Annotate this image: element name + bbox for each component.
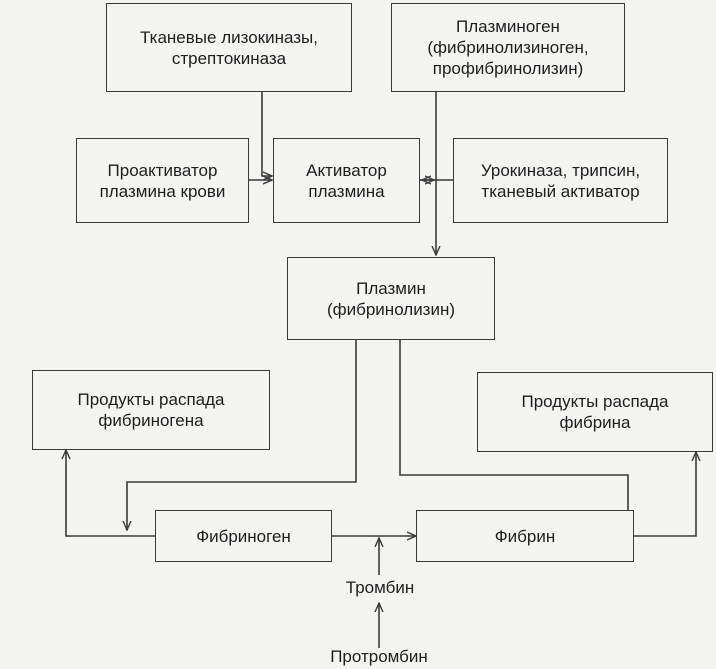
node-fibrinogen-products-line1: Продукты распада [77, 390, 225, 409]
node-plasminogen: Плазминоген (фибринолизиноген, профибрин… [391, 3, 625, 92]
node-fibrinogen-products-line2: фибриногена [98, 411, 204, 430]
edge-fibrinogen-products [66, 450, 155, 537]
label-thrombin: Тромбин [345, 578, 415, 597]
node-plasminogen-line1: Плазминоген [456, 17, 560, 36]
node-urokinase-line1: Урокиназа, трипсин, [480, 160, 641, 180]
node-tissue-lysokinases-line2: стрептокиназа [171, 48, 287, 68]
node-fibrin-products-line1: Продукты распада [521, 392, 669, 411]
node-fibrin-products-line2: фибрина [559, 413, 631, 432]
node-fibrin: Фибрин [416, 510, 634, 562]
node-tissue-lysokinases: Тканевые лизокиназы, стрептокиназа [106, 3, 352, 92]
node-proactivator-line1: Проактиватор [107, 160, 218, 180]
node-plasmin-line2: (фибринолизин) [326, 299, 456, 319]
node-plasmin: Плазмин (фибринолизин) [287, 257, 495, 340]
node-proactivator-line2: плазмина крови [99, 181, 226, 201]
node-tissue-lysokinases-line1: Тканевые лизокиназы, [140, 27, 318, 47]
node-plasminogen-line2: (фибринолизиноген, [427, 38, 589, 57]
edge-plasmin-fibrin [399, 340, 628, 530]
node-fibrin-products: Продукты распада фибрина [477, 372, 713, 452]
node-activator: Активатор плазмина [273, 138, 420, 223]
node-activator-line2: плазмина [308, 181, 385, 201]
node-proactivator: Проактиватор плазмина крови [76, 138, 249, 223]
node-fibrinogen-label: Фибриноген [196, 526, 291, 546]
node-fibrinogen: Фибриноген [155, 510, 332, 562]
edge-lysokinases-activator [261, 92, 272, 176]
node-plasminogen-line3: профибринолизин) [432, 59, 584, 78]
node-activator-line1: Активатор [306, 160, 387, 180]
node-plasmin-line1: Плазмин [356, 278, 426, 298]
label-prothrombin: Протромбин [330, 647, 428, 666]
node-urokinase: Урокиназа, трипсин, тканевый активатор [453, 138, 668, 223]
node-urokinase-line2: тканевый активатор [481, 181, 640, 201]
node-fibrinogen-products: Продукты распада фибриногена [32, 370, 270, 450]
node-fibrin-label: Фибрин [494, 526, 556, 546]
edge-fibrin-products [634, 452, 696, 537]
edge-plasmin-fibrinogen [127, 340, 357, 530]
